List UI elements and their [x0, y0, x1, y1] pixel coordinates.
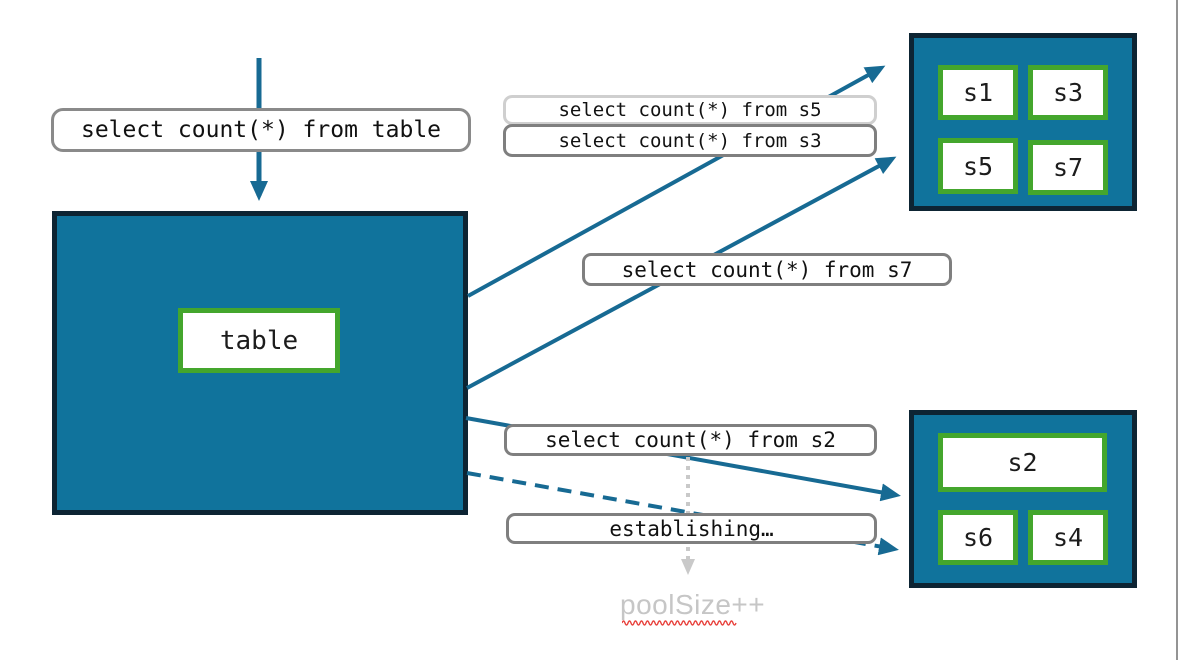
poolsize-text[interactable]: poolSize++ — [620, 589, 765, 621]
shard-box-s1[interactable]: s1 — [938, 65, 1018, 120]
shard-label: s4 — [1052, 523, 1084, 552]
table-label: table — [219, 325, 299, 356]
query-label-s3[interactable]: select count(*) from s3 — [503, 124, 877, 157]
shard-label: s1 — [962, 78, 994, 107]
establishing-label[interactable]: establishing… — [506, 513, 877, 544]
shard-box-s4[interactable]: s4 — [1028, 510, 1108, 565]
query-text: select count(*) from s3 — [558, 129, 822, 152]
shard-box-s6[interactable]: s6 — [938, 510, 1018, 565]
shard-group-bottom[interactable]: s2 s6 s4 — [909, 410, 1137, 588]
query-text: select count(*) from table — [80, 117, 442, 143]
table-shard-container[interactable]: table — [52, 211, 468, 515]
query-label-s5[interactable]: select count(*) from s5 — [503, 95, 877, 125]
query-label-s2[interactable]: select count(*) from s2 — [504, 424, 877, 456]
shard-box-s3[interactable]: s3 — [1028, 65, 1108, 120]
query-label-s7[interactable]: select count(*) from s7 — [582, 253, 952, 286]
shard-label: s5 — [962, 151, 994, 181]
shard-group-top[interactable]: s1 s3 s5 s7 — [909, 33, 1137, 211]
query-text: select count(*) from s7 — [621, 257, 913, 282]
establishing-text: establishing… — [609, 516, 774, 541]
table-box[interactable]: table — [178, 308, 340, 373]
arrow-table-to-bottom-shards-dashed[interactable] — [466, 471, 899, 556]
shard-label: s2 — [1007, 448, 1038, 477]
slide-edge-line — [1176, 0, 1178, 660]
shard-box-s5[interactable]: s5 — [938, 138, 1018, 194]
shard-label: s3 — [1052, 78, 1084, 107]
query-text: select count(*) from s2 — [545, 428, 836, 452]
spellcheck-squiggle-icon — [622, 620, 737, 626]
poolsize-label: poolSize++ — [620, 589, 766, 620]
query-label-table[interactable]: select count(*) from table — [51, 108, 471, 152]
shard-box-s2[interactable]: s2 — [938, 433, 1107, 492]
shard-box-s7[interactable]: s7 — [1028, 140, 1108, 195]
shard-label: s7 — [1052, 153, 1084, 182]
query-text: select count(*) from s5 — [558, 99, 822, 121]
shard-label: s6 — [962, 523, 994, 552]
